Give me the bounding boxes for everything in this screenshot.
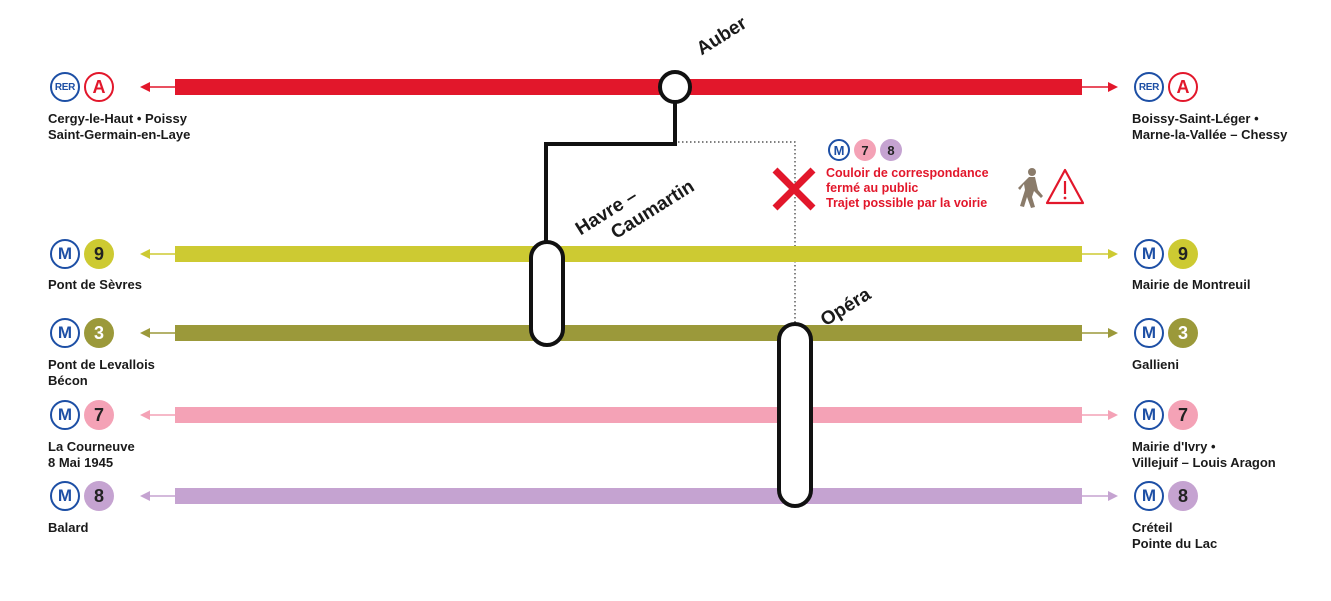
left-terminus-metro-7: La Courneuve 8 Mai 1945 (48, 439, 135, 471)
terminus-line: Saint-Germain-en-Laye (48, 127, 191, 142)
left-terminus-metro-8: Balard (48, 520, 88, 536)
line-badge-3: 3 (1168, 318, 1198, 348)
opera-station-node[interactable] (777, 322, 813, 508)
closure-notice-line-3: Trajet possible par la voirie (826, 196, 988, 210)
metro-mode-icon: M (50, 481, 80, 511)
right-badge-metro-9: M 9 (1134, 239, 1198, 269)
metro-mode-icon: M (50, 318, 80, 348)
auber-havre-connector (544, 100, 677, 244)
notice-line-badge-7: 7 (854, 139, 876, 161)
closure-notice-line-1: Couloir de correspondance (826, 166, 989, 180)
metro-mode-icon: M (1134, 318, 1164, 348)
terminus-line: Boissy-Saint-Léger • (1132, 111, 1259, 126)
left-badge-metro-8: M 8 (50, 481, 114, 511)
terminus-line: Mairie d'Ivry • (1132, 439, 1216, 454)
metro-mode-icon: M (50, 239, 80, 269)
warning-triangle-icon (1045, 168, 1085, 205)
closure-notice-line-2: fermé au public (826, 181, 919, 195)
line-badge-7: 7 (84, 400, 114, 430)
line-metro-9 (140, 246, 1118, 262)
line-metro-7 (140, 407, 1118, 423)
line-badge-8: 8 (1168, 481, 1198, 511)
left-terminus-metro-9: Pont de Sèvres (48, 277, 142, 293)
terminus-line: Cergy-le-Haut • Poissy (48, 111, 187, 126)
left-terminus-metro-3: Pont de Levallois Bécon (48, 357, 155, 389)
right-badge-metro-3: M 3 (1134, 318, 1198, 348)
metro-mode-icon: M (1134, 481, 1164, 511)
right-badge-metro-7: M 7 (1134, 400, 1198, 430)
right-badge-metro-8: M 8 (1134, 481, 1198, 511)
terminus-line: 8 Mai 1945 (48, 455, 114, 470)
right-badge-rer-a: RER A (1134, 72, 1198, 102)
line-badge-7: 7 (1168, 400, 1198, 430)
left-badge-rer-a: RER A (50, 72, 114, 102)
terminus-line: La Courneuve (48, 439, 135, 454)
closed-corridor-path (678, 141, 796, 326)
terminus-line: Bécon (48, 373, 88, 388)
left-badge-metro-7: M 7 (50, 400, 114, 430)
line-badge-9: 9 (84, 239, 114, 269)
right-terminus-metro-9: Mairie de Montreuil (1132, 277, 1250, 293)
havre-caumartin-station-node[interactable] (529, 240, 565, 347)
metro-mode-icon: M (1134, 400, 1164, 430)
auber-station-node[interactable] (658, 70, 692, 104)
rer-mode-icon: RER (1134, 72, 1164, 102)
metro-mode-icon: M (1134, 239, 1164, 269)
terminus-line: Pont de Levallois (48, 357, 155, 372)
metro-mode-icon: M (828, 139, 850, 161)
terminus-line: Mairie de Montreuil (1132, 277, 1251, 292)
right-terminus-metro-8: Créteil Pointe du Lac (1132, 520, 1217, 552)
left-badge-metro-3: M 3 (50, 318, 114, 348)
line-badge-3: 3 (84, 318, 114, 348)
notice-line-badge-8: 8 (880, 139, 902, 161)
line-badge-8: 8 (84, 481, 114, 511)
notice-line-badges: M 7 8 (828, 139, 902, 161)
line-rer-a (140, 79, 1118, 95)
rer-mode-icon: RER (50, 72, 80, 102)
terminus-line: Balard (48, 520, 89, 535)
metro-mode-icon: M (50, 400, 80, 430)
left-badge-metro-9: M 9 (50, 239, 114, 269)
line-metro-3 (140, 325, 1118, 341)
line-badge-a: A (1168, 72, 1198, 102)
closed-cross-icon (772, 167, 816, 211)
right-terminus-metro-3: Gallieni (1132, 357, 1179, 373)
closure-notice: Couloir de correspondance fermé au publi… (826, 166, 989, 211)
terminus-line: Créteil (1132, 520, 1173, 535)
line-metro-8 (140, 488, 1118, 504)
terminus-line: Villejuif – Louis Aragon (1132, 455, 1276, 470)
terminus-line: Gallieni (1132, 357, 1179, 372)
right-terminus-metro-7: Mairie d'Ivry • Villejuif – Louis Aragon (1132, 439, 1276, 471)
right-terminus-rer-a: Boissy-Saint-Léger • Marne-la-Vallée – C… (1132, 111, 1287, 143)
pedestrian-icon (1018, 168, 1043, 208)
line-badge-a: A (84, 72, 114, 102)
terminus-line: Pointe du Lac (1132, 536, 1218, 551)
line-badge-9: 9 (1168, 239, 1198, 269)
left-terminus-rer-a: Cergy-le-Haut • Poissy Saint-Germain-en-… (48, 111, 190, 143)
terminus-line: Pont de Sèvres (48, 277, 142, 292)
terminus-line: Marne-la-Vallée – Chessy (1132, 127, 1288, 142)
